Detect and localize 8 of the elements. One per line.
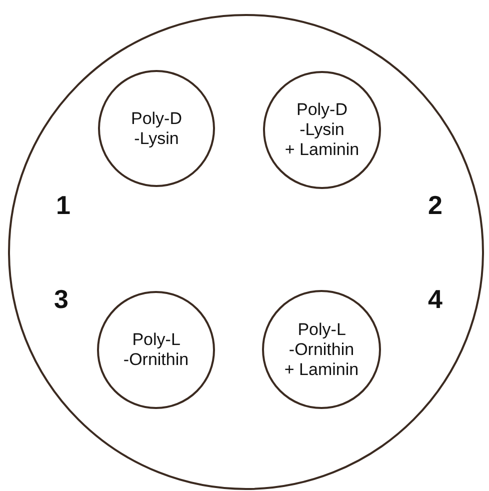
well-label: Poly-L -Ornithin + Laminin [283,320,360,380]
well-number: 3 [54,286,68,312]
well-label: Poly-D -Lysin [130,108,183,148]
well-number: 4 [428,286,442,312]
well-label: Poly-D -Lysin + Laminin [284,100,360,160]
well-number: 2 [428,192,442,218]
well-label: Poly-L -Ornithin [122,330,190,370]
well-number: 1 [56,192,70,218]
